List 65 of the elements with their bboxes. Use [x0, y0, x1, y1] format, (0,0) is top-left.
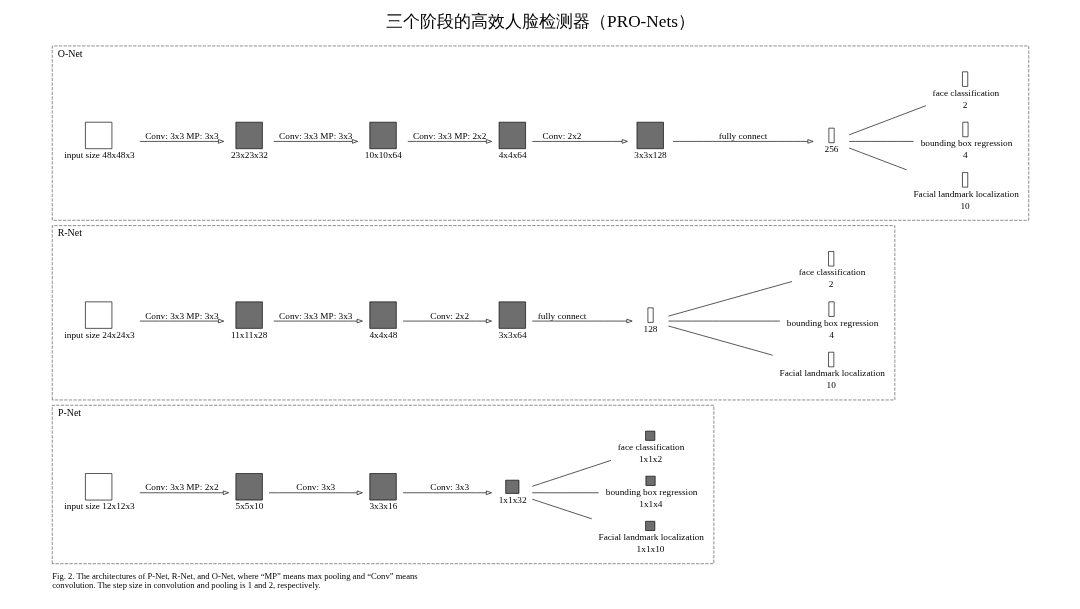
node-label: 3x3x128 — [633, 150, 667, 161]
edge-label: Conv: 3x3 MP: 2x2 — [412, 130, 486, 141]
node-label: 256 — [824, 144, 838, 155]
node-label: 4 — [828, 329, 834, 340]
node-label: 1x1x32 — [498, 494, 527, 505]
arrow — [272, 139, 358, 144]
arrow — [138, 490, 229, 495]
node-label: bounding box regression — [920, 138, 1012, 149]
node-label: Facial landmark localization — [778, 368, 885, 379]
arrow — [402, 490, 492, 495]
arrow — [402, 318, 492, 324]
diagram-title: 三个阶段的高效人脸检测器（PRO-Nets） — [385, 12, 695, 32]
node-label: 1x1x10 — [636, 543, 664, 554]
caption: Fig. 2. The architectures of P-Net, R-Net, and O-Net, where “MP” means max pooling and “Conv” means convolution. The step size in convolution and pooling is 1 and 2, respectively. — [51, 570, 418, 590]
node-label: bounding box regression — [786, 317, 878, 328]
node-label: input size 48x48x3 — [63, 150, 135, 161]
edge-label: Conv: 2x2 — [429, 310, 469, 321]
connector — [848, 147, 907, 171]
node-label: 4x4x64 — [498, 150, 527, 161]
node-label: 5x5x10 — [235, 501, 263, 512]
node-label: 3x3x64 — [498, 329, 527, 340]
edge-label: Conv: 3x3 — [295, 482, 335, 493]
node-label: 10 — [826, 380, 836, 391]
arrow — [531, 318, 632, 324]
node-label: 10x10x64 — [364, 150, 402, 161]
node-label: 1x1x4 — [638, 498, 662, 509]
node-label: 2 — [962, 99, 967, 110]
node-label: face classification — [798, 267, 865, 278]
node-label: 128 — [643, 323, 657, 334]
edge-label: Conv: 3x3 MP: 2x2 — [144, 482, 219, 493]
edge-label: Conv: 2x2 — [542, 130, 581, 141]
node-label: 2 — [828, 279, 834, 290]
node-label: 4x4x48 — [368, 329, 397, 340]
connector — [531, 498, 592, 520]
node-label: Facial landmark localization — [598, 531, 704, 542]
node-label: input size 12x12x3 — [63, 501, 135, 512]
node-label: face classification — [932, 87, 999, 98]
arrow — [406, 139, 492, 144]
node-label: input size 24x24x3 — [63, 329, 135, 340]
connector — [667, 281, 792, 317]
node-label: 11x11x28 — [230, 329, 267, 340]
edge-label: Conv: 3x3 MP: 3x3 — [278, 310, 352, 321]
node-label: Facial landmark localization — [912, 188, 1019, 199]
node-label: face classification — [617, 441, 684, 452]
arrow — [672, 139, 813, 144]
edge-label: Conv: 3x3 — [429, 482, 469, 493]
node-label: 23x23x32 — [230, 150, 268, 161]
arrow — [272, 318, 363, 324]
node-label: 10 — [959, 200, 970, 211]
arrow — [268, 490, 363, 495]
node-label: 1x1x2 — [638, 453, 662, 464]
edge-label: fully connect — [718, 130, 767, 141]
connector — [531, 460, 611, 487]
arrow — [531, 139, 628, 144]
node-label: 4 — [962, 150, 968, 161]
node-label: 3x3x16 — [368, 501, 397, 512]
edge-label: Conv: 3x3 MP: 3x3 — [144, 130, 219, 141]
node-label: bounding box regression — [605, 486, 697, 497]
edge-label: Conv: 3x3 MP: 3x3 — [144, 310, 219, 321]
connector — [667, 325, 773, 356]
arrow — [138, 139, 224, 144]
connector — [848, 105, 926, 136]
arrow — [138, 318, 224, 324]
edge-label: Conv: 3x3 MP: 3x3 — [278, 130, 352, 141]
edge-label: fully connect — [537, 310, 586, 321]
